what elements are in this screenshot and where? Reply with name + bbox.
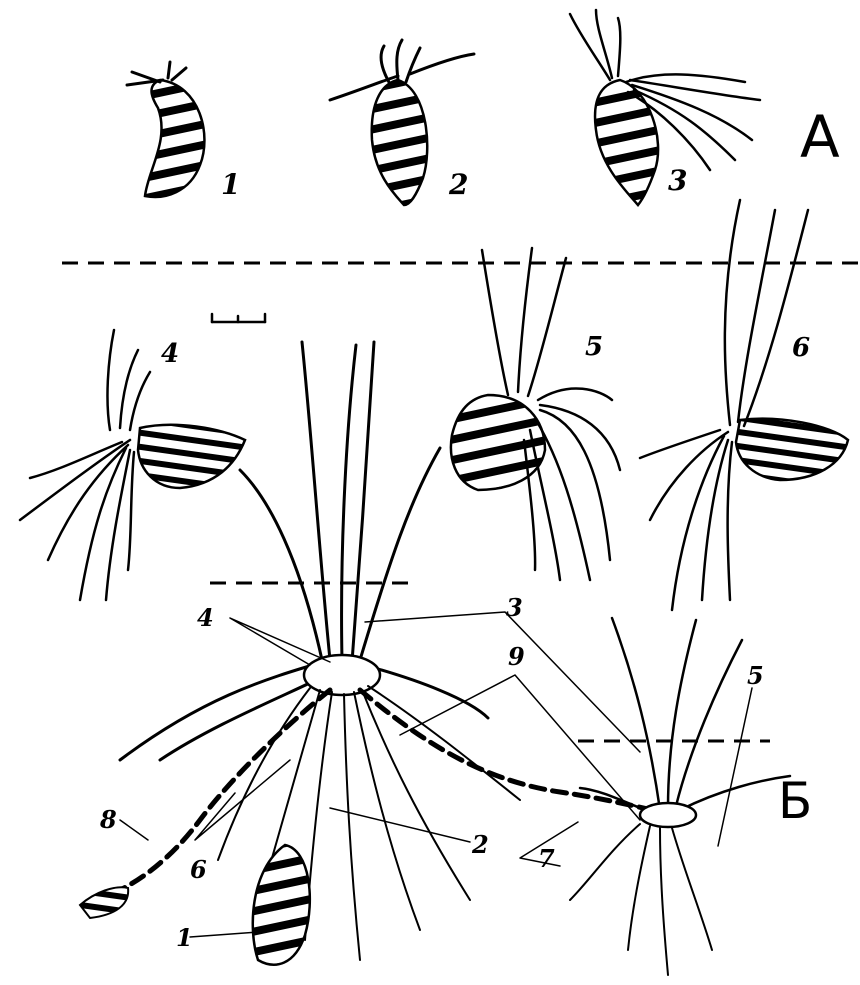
stage-label-1: 1 xyxy=(221,168,240,201)
stage-label-4: 4 xyxy=(161,339,179,369)
part-label-4: 4 xyxy=(197,603,214,632)
part-label-3: 3 xyxy=(506,593,523,622)
part-label-7: 7 xyxy=(538,844,555,873)
stolon-2 xyxy=(360,690,652,810)
part-label-6: 6 xyxy=(190,855,207,884)
part-label-5: 5 xyxy=(747,661,764,690)
stage-4-corm xyxy=(20,330,245,600)
section-label-a: А xyxy=(800,103,840,171)
stage-label-2: 2 xyxy=(448,168,468,201)
scale-bar xyxy=(212,314,265,322)
stage-label-5: 5 xyxy=(585,332,603,362)
stage-3-corm xyxy=(570,10,760,205)
section-label-b: Б xyxy=(778,772,812,830)
stage-5-corm xyxy=(451,248,620,580)
part-label-8: 8 xyxy=(99,805,117,834)
part-label-2: 2 xyxy=(471,830,489,859)
leader-lines xyxy=(120,612,752,937)
stage-label-3: 3 xyxy=(668,164,687,197)
part-label-9: 9 xyxy=(508,642,525,671)
stage-label-6: 6 xyxy=(792,333,810,363)
stage-1-corm xyxy=(127,62,204,197)
part-label-1: 1 xyxy=(176,923,193,952)
daughter-corm-1 xyxy=(253,845,310,965)
